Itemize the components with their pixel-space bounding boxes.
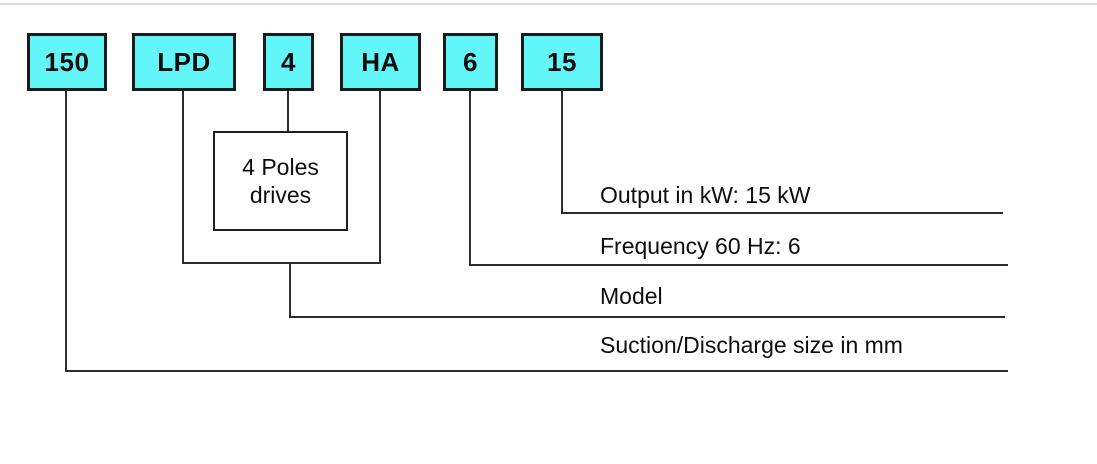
code-box-lpd: LPD xyxy=(132,33,236,91)
label-suction-discharge: Suction/Discharge size in mm xyxy=(600,332,903,358)
line-lpd-ha-connector xyxy=(182,262,381,264)
label-frequency: Frequency 60 Hz: 6 xyxy=(600,233,801,259)
line-ha-down xyxy=(379,91,381,264)
note-box-line1: 4 Poles xyxy=(242,154,319,180)
code-box-15: 15 xyxy=(521,33,603,91)
note-box-poles: 4 Poles drives xyxy=(213,131,348,231)
line-suction-rule xyxy=(65,370,1008,372)
line-150-down xyxy=(65,91,67,372)
note-box-line2: drives xyxy=(249,182,312,208)
label-output-kw: Output in kW: 15 kW xyxy=(600,182,811,208)
code-box-ha: HA xyxy=(340,33,421,91)
line-output-rule xyxy=(561,212,1003,214)
label-model: Model xyxy=(600,283,663,309)
line-15-down xyxy=(561,91,563,214)
line-model-rule xyxy=(289,316,1005,318)
line-6-down xyxy=(469,91,471,266)
line-4-to-notebox xyxy=(287,91,289,133)
code-box-4: 4 xyxy=(263,33,314,91)
line-lpd-down xyxy=(182,91,184,264)
code-box-6: 6 xyxy=(443,33,498,91)
line-frequency-rule xyxy=(469,264,1008,266)
top-divider-line xyxy=(0,3,1097,5)
code-box-150: 150 xyxy=(27,33,107,91)
line-model-drop xyxy=(289,262,291,318)
